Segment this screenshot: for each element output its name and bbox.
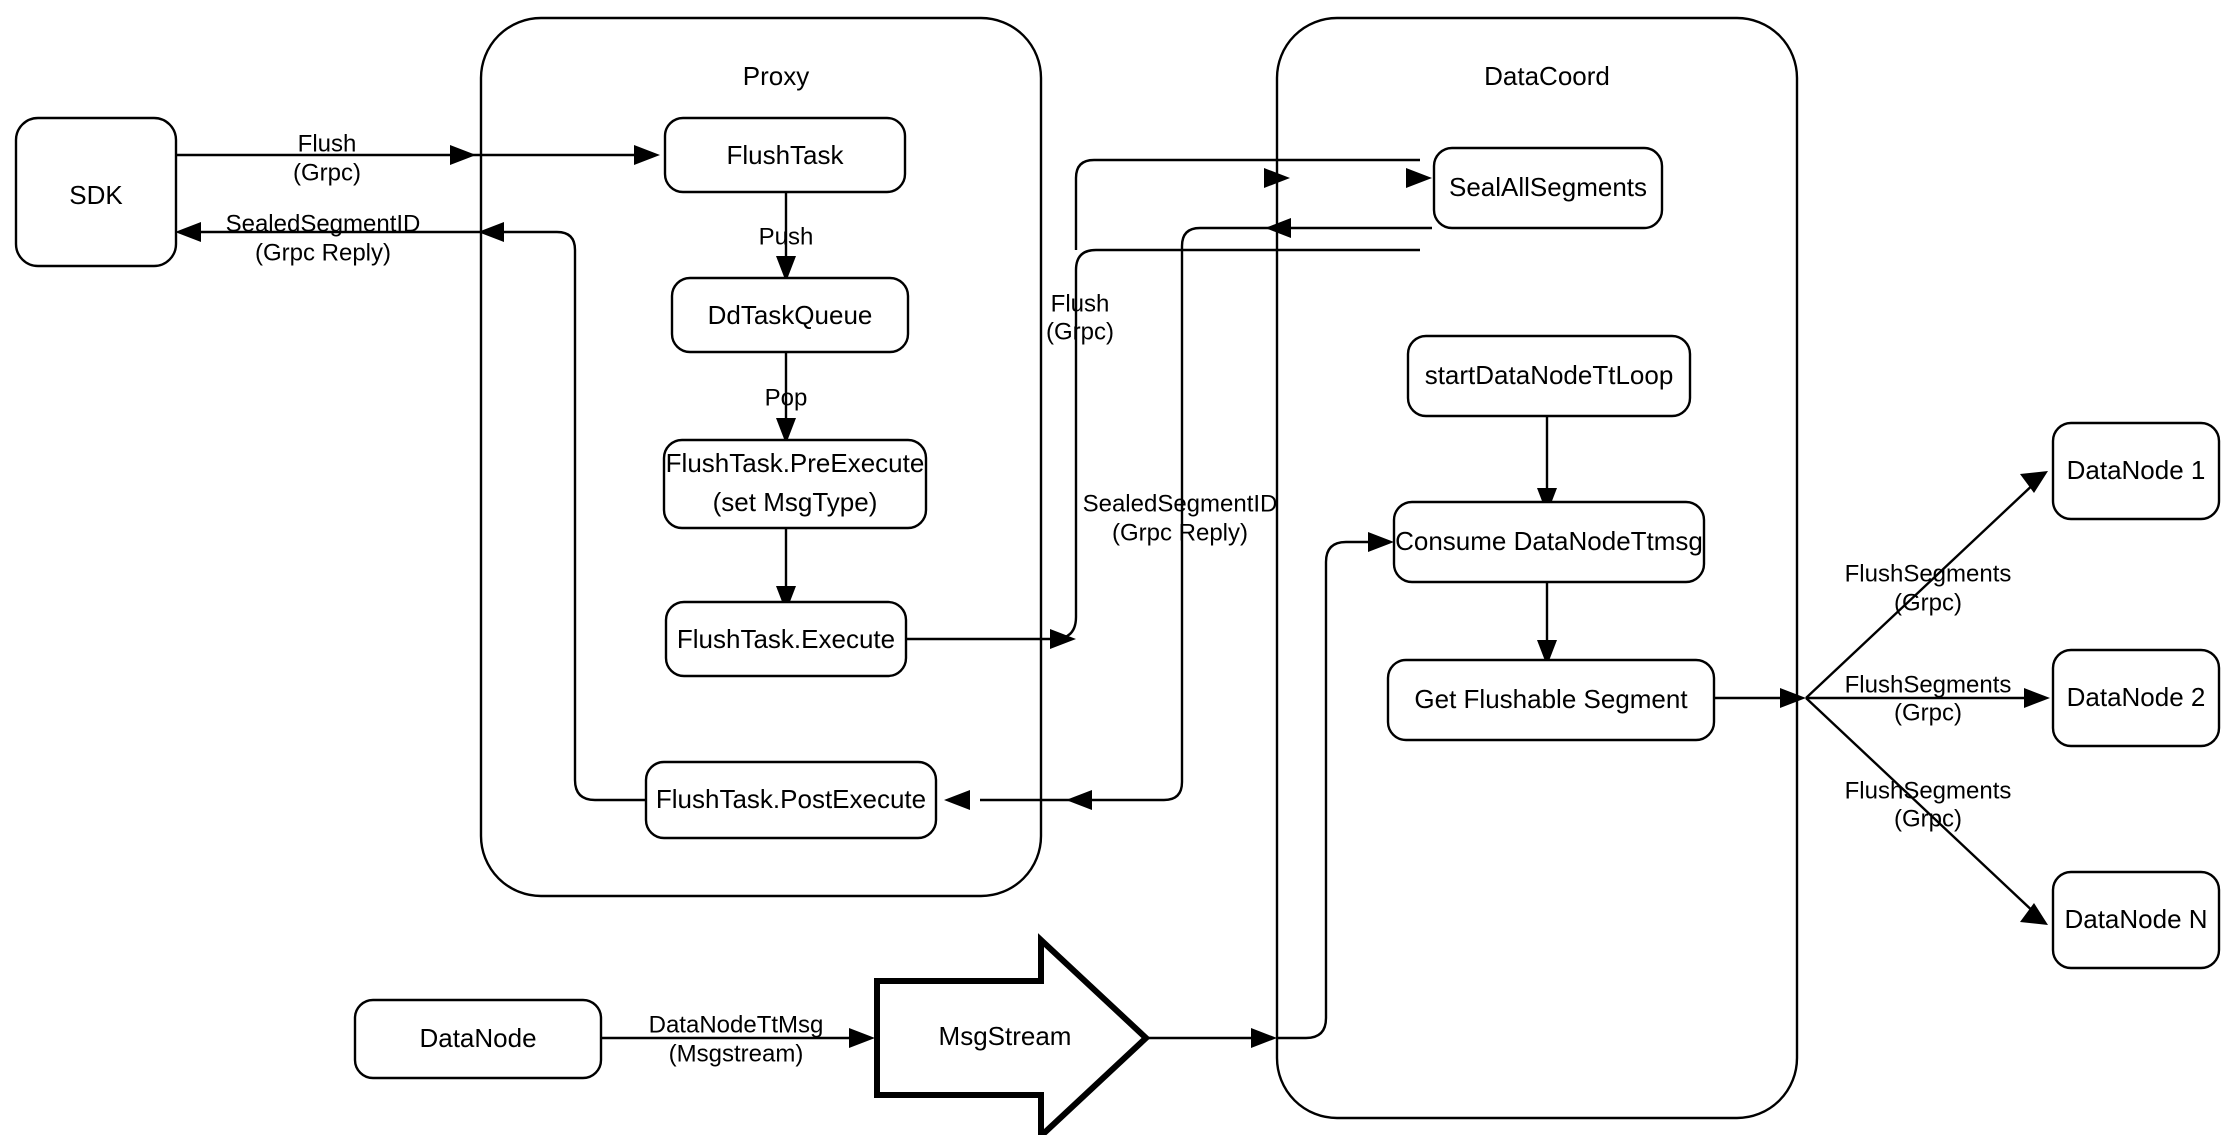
arrowhead-to-postexecute-rail: [1066, 790, 1092, 810]
edge-label-proxy-to-dc-line2: (Grpc): [1046, 318, 1114, 345]
node-msgstream[interactable]: [874, 933, 1151, 1135]
arrowhead-flush-to-sealall: [1406, 168, 1432, 188]
edge-label-flush-grpc-line2: (Grpc): [293, 159, 361, 186]
node-flushtask-postexecute[interactable]: [644, 760, 938, 840]
edge-label-push: Push: [759, 223, 814, 250]
edge-label-flushsegments-2-line1: FlushSegments: [1845, 671, 2012, 698]
edge-execute-to-datacoord: [906, 248, 1420, 641]
arrowhead-proxy-to-sdk-mid: [478, 222, 504, 242]
group-proxy: [479, 16, 1043, 898]
node-flushtask-preexecute[interactable]: [662, 438, 928, 530]
edge-hub-to-datanode1: [1805, 479, 2039, 699]
edge-flush-into-datacoord: [1074, 158, 1420, 250]
edge-label-flushsegments-1-line1: FlushSegments: [1845, 560, 2012, 587]
node-getflushablesegment[interactable]: [1386, 658, 1716, 742]
arrowhead-push: [776, 256, 796, 282]
node-flushtask-execute[interactable]: [664, 600, 908, 678]
edge-label-flushsegments-n-line2: (Grpc): [1894, 805, 1962, 832]
edge-label-flush-grpc-line1: Flush: [298, 130, 357, 157]
arrowhead-preexecute-to-execute: [776, 586, 796, 612]
node-datanode-bottom[interactable]: [353, 998, 603, 1080]
edge-postexecute-to-sdk: [185, 230, 646, 802]
arrowhead-ttmsg-to-consume: [1368, 532, 1394, 552]
arrowhead-proxy-to-sdk: [175, 222, 201, 242]
node-getflushablesegment-label: Get Flushable Segment: [1414, 684, 1688, 714]
edge-datacoord-ttmsg-rail: [1277, 540, 1380, 1040]
node-datanode-n[interactable]: [2051, 870, 2221, 970]
node-execute-label: FlushTask.Execute: [677, 624, 895, 654]
node-datanode-1-label: DataNode 1: [2067, 455, 2206, 485]
node-datanode-n-label: DataNode N: [2064, 904, 2207, 934]
node-postexecute-label: FlushTask.PostExecute: [656, 784, 926, 814]
arrowhead-execute-to-rail: [1050, 629, 1076, 649]
node-ddtaskqueue-label: DdTaskQueue: [708, 300, 873, 330]
node-consume-datanodettmsg[interactable]: [1392, 500, 1706, 584]
group-datacoord-label: DataCoord: [1484, 61, 1610, 91]
node-msgstream-label: MsgStream: [939, 1021, 1072, 1051]
edge-sealall-to-postexecute: [980, 226, 1432, 802]
edge-label-datanodettmsg-line2: (Msgstream): [669, 1040, 804, 1067]
edge-label-flushsegments-1-line2: (Grpc): [1894, 589, 1962, 616]
node-ddtaskqueue[interactable]: [670, 276, 910, 354]
node-sdk-label: SDK: [69, 180, 123, 210]
node-consume-datanodettmsg-label: Consume DataNodeTtmsg: [1395, 526, 1703, 556]
node-flushtask-label: FlushTask: [726, 140, 844, 170]
edge-label-dc-to-proxy-line1: SealedSegmentID: [1083, 490, 1278, 517]
node-preexecute-label-line2: (set MsgType): [713, 487, 878, 517]
arrowhead-sdk-to-proxy-mid: [450, 145, 476, 165]
edge-label-flushsegments-n-line1: FlushSegments: [1845, 777, 2012, 804]
group-datacoord: [1275, 16, 1799, 1120]
arrowhead-hub-to-datanode2: [2024, 688, 2050, 708]
edge-label-sealedsegmentid-line1: SealedSegmentID: [226, 210, 421, 237]
edge-label-proxy-to-dc-line1: Flush: [1051, 290, 1110, 317]
node-datanode-2[interactable]: [2051, 648, 2221, 748]
arrowhead-hub-to-datanode1: [2020, 471, 2048, 493]
node-datanode-1[interactable]: [2051, 421, 2221, 521]
edge-label-datanodettmsg-line1: DataNodeTtMsg: [649, 1011, 824, 1038]
node-sealallsegments-label: SealAllSegments: [1449, 172, 1647, 202]
arrowhead-msgstream-to-datacoord: [1251, 1028, 1277, 1048]
node-startdatanodettloop-label: startDataNodeTtLoop: [1425, 360, 1674, 390]
node-preexecute-label-line1: FlushTask.PreExecute: [666, 448, 925, 478]
node-sdk[interactable]: [14, 116, 178, 268]
arrowhead-sdk-to-flushtask: [634, 145, 660, 165]
arrowhead-to-postexecute: [944, 790, 970, 810]
edge-label-dc-to-proxy-line2: (Grpc Reply): [1112, 519, 1248, 546]
node-flushtask[interactable]: [663, 116, 907, 194]
node-datanode-2-label: DataNode 2: [2067, 682, 2206, 712]
arrowhead-datanode-to-msgstream: [849, 1028, 875, 1048]
arrowhead-sealall-exit: [1265, 218, 1291, 238]
edge-hub-to-datanodeN: [1805, 697, 2039, 917]
arrowhead-pop: [776, 418, 796, 444]
edge-label-pop: Pop: [765, 384, 808, 411]
arrowhead-consume-to-getflushable: [1537, 640, 1557, 666]
group-proxy-label: Proxy: [743, 61, 809, 91]
arrowhead-datacoord-entry-flush: [1264, 168, 1290, 188]
edge-label-sealedsegmentid-line2: (Grpc Reply): [255, 239, 391, 266]
node-startdatanodettloop[interactable]: [1406, 334, 1692, 418]
arrowhead-getflushable-to-hub: [1780, 688, 1806, 708]
node-datanode-bottom-label: DataNode: [419, 1023, 536, 1053]
node-sealallsegments[interactable]: [1432, 146, 1664, 230]
arrowhead-hub-to-datanodeN: [2020, 903, 2048, 925]
edge-label-flushsegments-2-line2: (Grpc): [1894, 699, 1962, 726]
